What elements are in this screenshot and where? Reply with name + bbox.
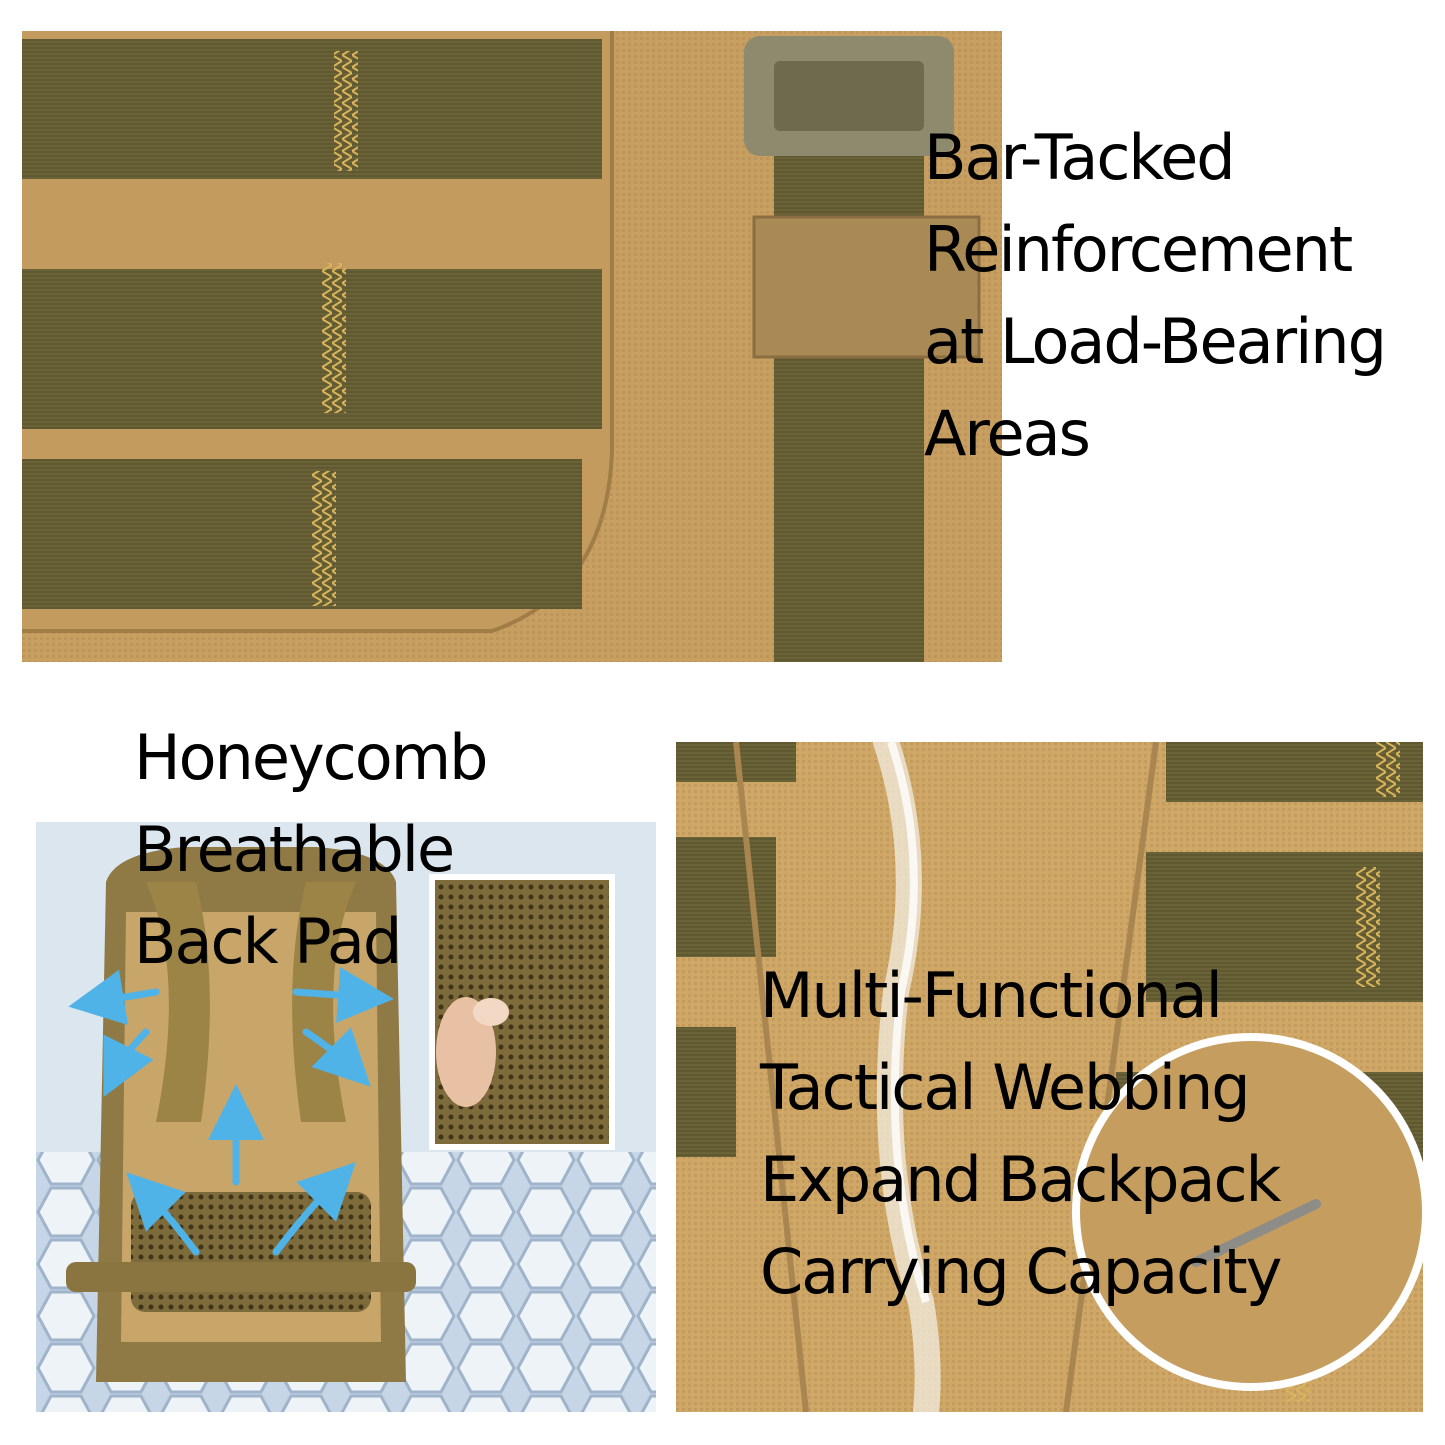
- back-pad-photo: [36, 822, 656, 1412]
- caption-line: Reinforcement: [924, 213, 1353, 286]
- caption-line: Tactical Webbing: [760, 1051, 1251, 1124]
- caption-line: Carrying Capacity: [760, 1235, 1282, 1308]
- tactical-webbing-caption: Multi-Functional Tactical Webbing Expand…: [760, 950, 1282, 1318]
- caption-line: Areas: [924, 397, 1091, 470]
- caption-line: Back Pad: [134, 905, 402, 978]
- webbing-closeup-photo: [22, 31, 1002, 662]
- airflow-arrows: [68, 967, 394, 1256]
- tactical-webbing-photo: [676, 742, 1423, 1412]
- caption-line: Expand Backpack: [760, 1143, 1281, 1216]
- caption-line: at Load-Bearing: [924, 305, 1387, 378]
- bar-tacked-caption: Bar-Tacked Reinforcement at Load-Bearing…: [924, 112, 1387, 480]
- honeycomb-caption: Honeycomb Breathable Back Pad: [134, 712, 488, 988]
- caption-line: Bar-Tacked: [924, 121, 1236, 194]
- caption-line: Honeycomb: [134, 721, 488, 794]
- caption-line: Breathable: [134, 813, 455, 886]
- caption-line: Multi-Functional: [760, 959, 1223, 1032]
